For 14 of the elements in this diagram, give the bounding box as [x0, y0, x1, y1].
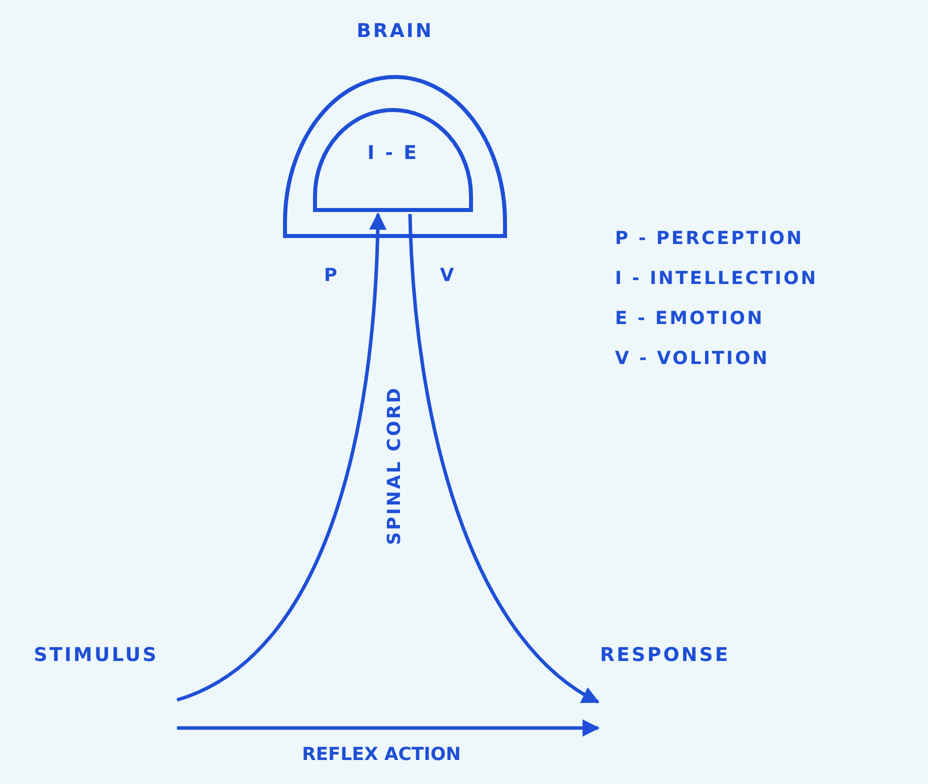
- arrow: [176, 212, 386, 702]
- vertical-label: SPINAL CORD: [383, 386, 404, 544]
- arrow: [177, 719, 600, 737]
- node-label: RESPONSE: [600, 644, 726, 666]
- key-text: P - PERCEPTION: [615, 228, 804, 249]
- node-label: BRAIN: [356, 20, 434, 42]
- arrow: [408, 214, 600, 704]
- key-text: I - INTELLECTION: [615, 268, 818, 289]
- key-text: E - EMOTION: [615, 308, 764, 329]
- node-label: I - E: [366, 142, 420, 164]
- semicircle-shape: [283, 20, 507, 238]
- node-label: STIMULUS: [32, 644, 160, 666]
- semicircle-shape: [313, 108, 473, 212]
- key-text: V - VOLITION: [615, 348, 770, 369]
